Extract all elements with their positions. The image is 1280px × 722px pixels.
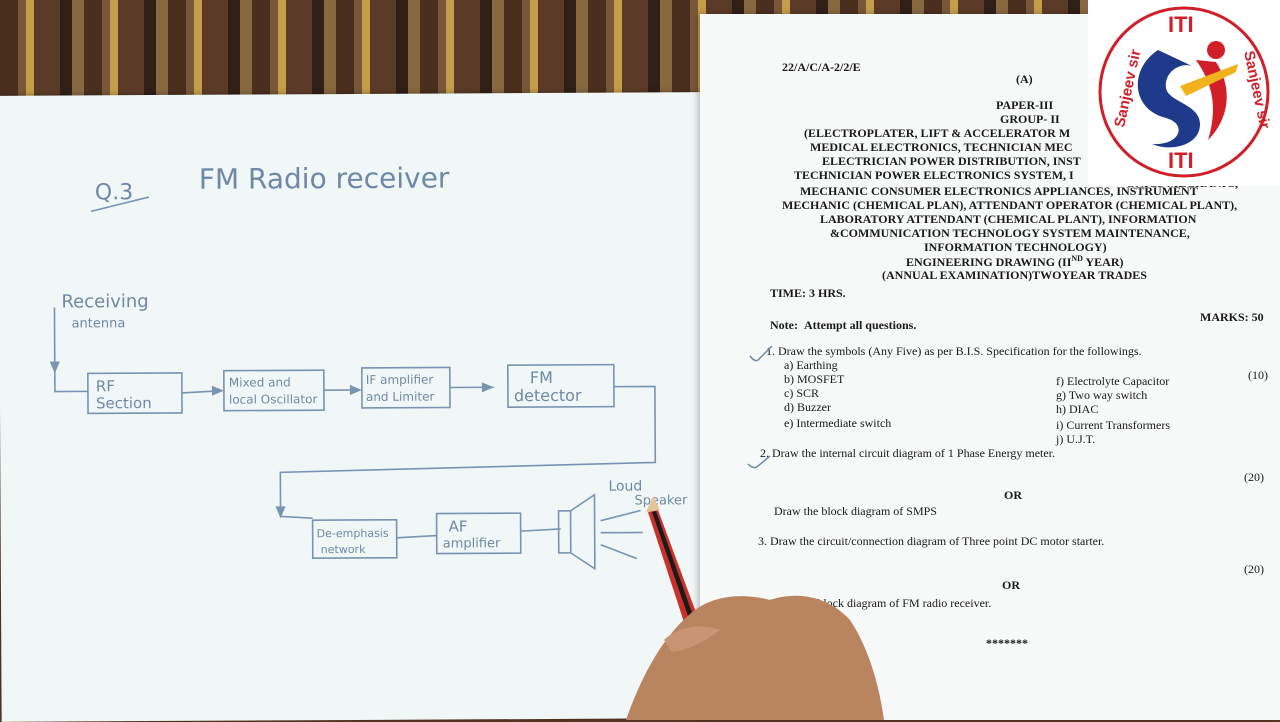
block-label: local Oscillator [229, 392, 318, 406]
end-marker: ******* [986, 636, 1028, 651]
block-diagram: Q.3 FM Radio receiver Receiving antenna … [0, 92, 707, 722]
antenna-arrow-icon [50, 362, 60, 374]
trade-line: MECHANIC (CHEMICAL PLAN), ATTENDANT OPER… [782, 198, 1237, 213]
question-2-marks: (20) [1244, 470, 1264, 485]
q1-item: j) U.J.T. [1056, 432, 1095, 447]
trade-line: &COMMUNICATION TECHNOLOGY SYSTEM MAINTEN… [830, 226, 1190, 241]
trade-line: LABORATORY ATTENDANT (CHEMICAL PLANT), I… [820, 212, 1196, 227]
q1-item: b) MOSFET [784, 372, 844, 387]
question-3-marks: (20) [1244, 562, 1264, 577]
arrow-icon [212, 386, 224, 396]
logo-bottom-text: ITI [1168, 148, 1194, 173]
block-label: detector [514, 386, 582, 405]
tick-marks [746, 336, 776, 486]
or-divider: OR [1004, 488, 1022, 503]
antenna-label-1: Receiving [61, 291, 148, 312]
paper-code: 22/A/C/A-2/2/E [782, 60, 861, 75]
question-1: 1. Draw the symbols (Any Five) as per B.… [766, 344, 1142, 359]
q1-item: g) Two way switch [1056, 388, 1147, 403]
note: Note: Attempt all questions. [770, 318, 916, 333]
antenna-label-2: antenna [72, 316, 126, 331]
q1-item: i) Current Transformers [1056, 418, 1170, 433]
block-label: network [321, 543, 366, 556]
time-label: TIME: 3 HRS. [770, 286, 846, 301]
question-2: 2. Draw the internal circuit diagram of … [760, 446, 1055, 461]
block-label: Mixed and [229, 375, 291, 389]
q1-item: c) SCR [784, 386, 819, 401]
speaker-icon [559, 511, 571, 553]
speaker-label-1: Loud [608, 478, 642, 494]
trade-line: TECHNICIAN POWER ELECTRONICS SYSTEM, I [794, 168, 1074, 183]
q1-item: a) Earthing [784, 358, 838, 373]
trade-line: MECHANIC CONSUMER ELECTRONICS APPLIANCES… [800, 184, 1198, 199]
question-3-alt: Draw the block diagram of FM radio recei… [770, 596, 991, 611]
exam-line: (ANNUAL EXAMINATION)TWOYEAR TRADES [882, 268, 1147, 283]
trade-line: (ELECTROPLATER, LIFT & ACCELERATOR M [804, 126, 1070, 141]
block-label: and Limiter [366, 390, 435, 404]
check-icon [750, 346, 772, 361]
block-label: FM [530, 368, 553, 387]
paper-group: GROUP- II [1000, 112, 1060, 127]
marks-label: MARKS: 50 [1200, 310, 1264, 325]
arrow-icon [350, 385, 362, 395]
q1-item: e) Intermediate switch [784, 416, 891, 431]
question-2-alt: Draw the block diagram of SMPS [774, 504, 937, 519]
check-icon [748, 456, 770, 468]
arrow-icon [482, 382, 494, 392]
trade-line: MEDICAL ELECTRONICS, TECHNICIAN MEC [810, 140, 1073, 155]
block-label: amplifier [443, 536, 501, 551]
channel-logo: ITI ITI Sanjeev sir Sanjeev sir [1088, 0, 1280, 186]
question-1-marks: (10) [1248, 368, 1268, 383]
paper-set: (A) [1016, 72, 1033, 87]
q1-item: d) Buzzer [784, 400, 831, 415]
question-3: 3. Draw the circuit/connection diagram o… [758, 534, 1104, 549]
speaker-label-2: Speaker [634, 493, 688, 508]
trade-line: INFORMATION TECHNOLOGY) [924, 240, 1107, 255]
drawing-title: FM Radio receiver [199, 161, 450, 195]
q1-item: h) DIAC [1056, 402, 1098, 417]
paper-number: PAPER-III [996, 98, 1053, 113]
block-label: IF amplifier [366, 373, 434, 387]
logo-head [1207, 41, 1225, 59]
logo-top-text: ITI [1168, 12, 1194, 37]
trade-line: ELECTRICIAN POWER DISTRIBUTION, INST [822, 154, 1081, 169]
block-label: RF [96, 377, 115, 395]
or-divider: OR [1002, 578, 1020, 593]
block-label: De-emphasis [317, 527, 389, 540]
drawing-sheet: Q.3 FM Radio receiver Receiving antenna … [0, 92, 707, 722]
block-label: AF [449, 517, 468, 535]
block-label: Section [96, 394, 152, 412]
q1-item: f) Electrolyte Capacitor [1056, 374, 1169, 389]
